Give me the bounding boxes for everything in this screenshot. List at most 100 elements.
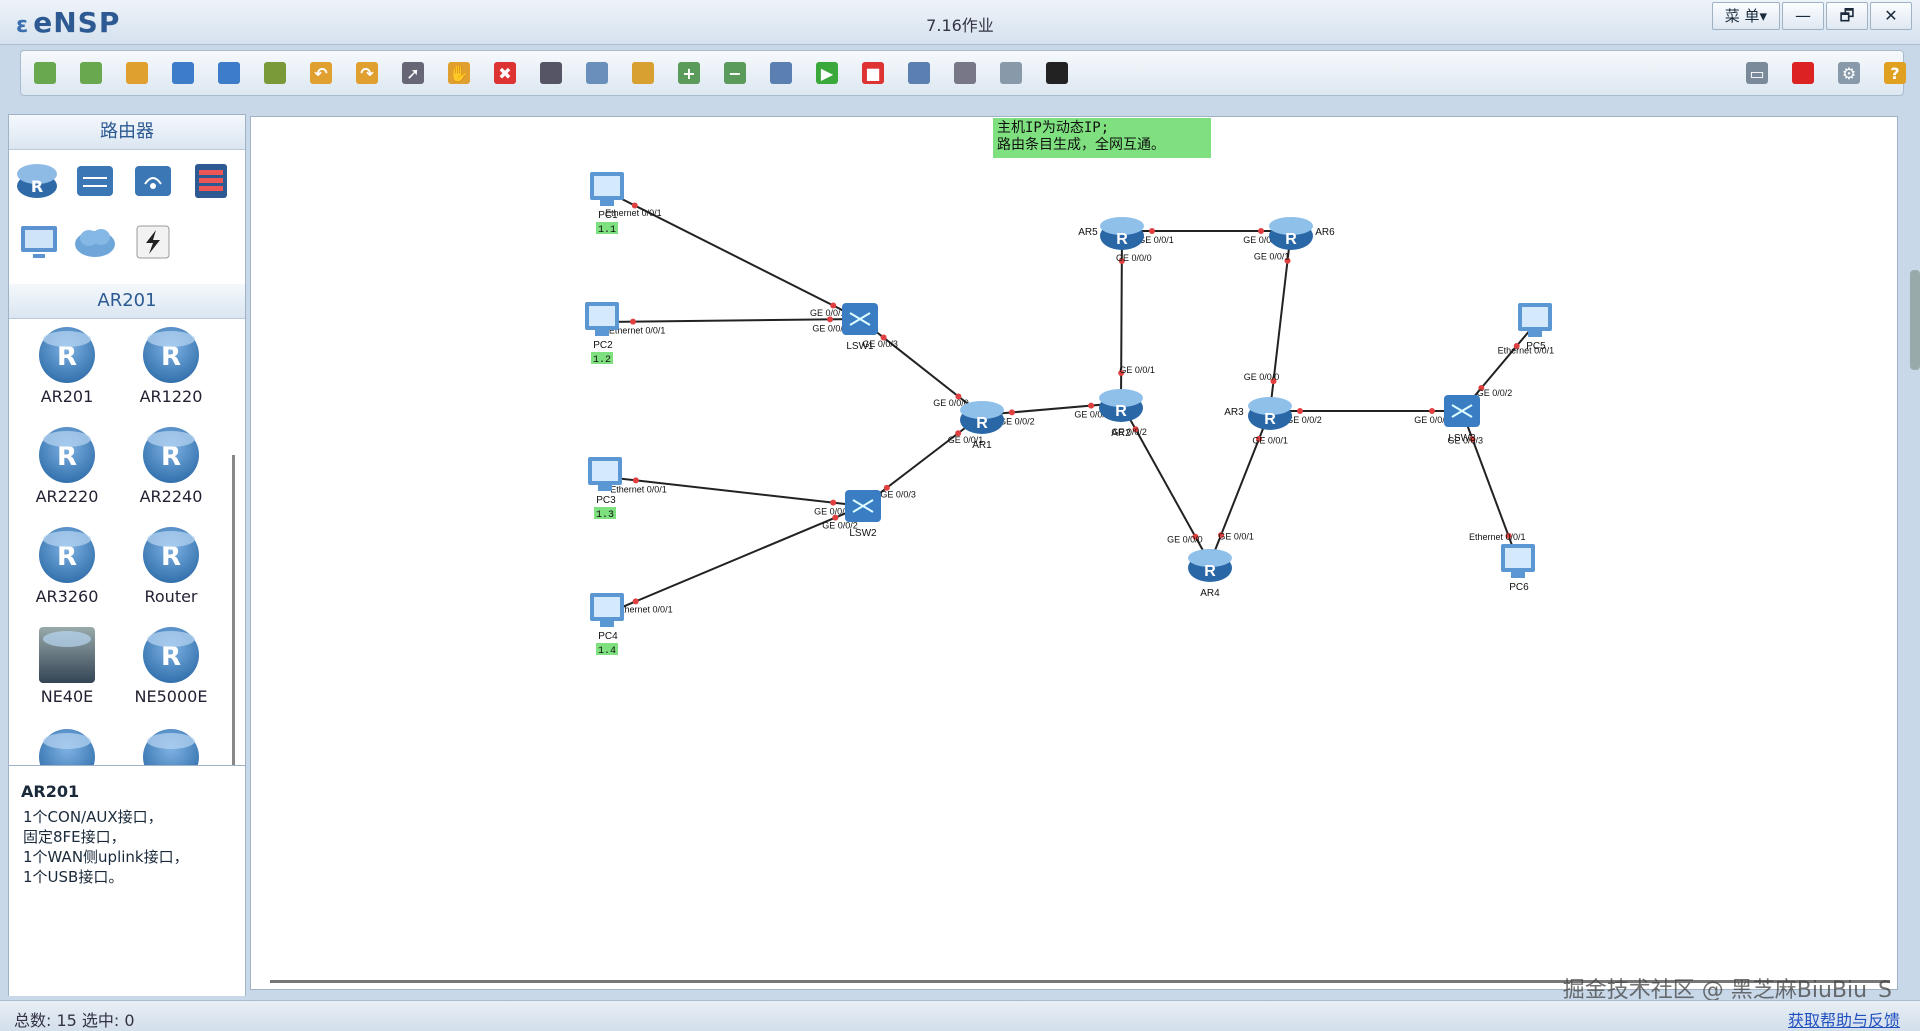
link-category-icon[interactable]	[131, 220, 175, 264]
terminal-button[interactable]	[1043, 59, 1071, 87]
device-lsw1[interactable]: LSW1	[842, 303, 878, 352]
port-label: GE 0/0/2	[1477, 388, 1513, 398]
undo-button[interactable]: ↶	[307, 59, 335, 87]
select-button[interactable]: ➚	[399, 59, 427, 87]
new-topology-button[interactable]	[31, 59, 59, 87]
port-status-dot	[632, 477, 639, 484]
router-category-icon[interactable]: R	[15, 158, 59, 202]
router-icon-top	[1100, 217, 1144, 235]
port-label: Ethernet 0/0/1	[1498, 346, 1555, 356]
zoom-out-button[interactable]: −	[721, 59, 749, 87]
device-lsw3[interactable]: LSW3	[1444, 395, 1480, 444]
device-label: PC2	[593, 340, 613, 351]
close-button[interactable]: ✕	[1870, 2, 1912, 30]
switch-arrows	[849, 312, 871, 326]
port-label: Ethernet 0/0/1	[1469, 532, 1526, 542]
start-button[interactable]: ▶	[813, 59, 841, 87]
zoom-in-button[interactable]: +	[675, 59, 703, 87]
link-line	[862, 414, 983, 507]
link-pc4-lsw2[interactable]: Ethernet 0/0/1GE 0/0/2	[607, 505, 864, 614]
new-lab-button[interactable]	[77, 59, 105, 87]
print-button[interactable]	[261, 59, 289, 87]
cloud-category-icon[interactable]	[73, 220, 117, 264]
link-lsw2-ar1[interactable]: GE 0/0/3GE 0/0/1	[862, 414, 984, 507]
delete-link-button[interactable]	[537, 59, 565, 87]
grid-button[interactable]	[997, 59, 1025, 87]
model-ne40e[interactable]: NE40E	[17, 627, 117, 706]
menu-button[interactable]: 菜 单▾	[1711, 2, 1780, 30]
port-status-dot	[830, 499, 837, 506]
switch-category-icon[interactable]	[73, 158, 117, 202]
link-pc1-lsw1[interactable]: Ethernet 0/0/1GE 0/0/1	[605, 191, 861, 320]
palette-button[interactable]	[629, 59, 657, 87]
link-ar4-ar3[interactable]: GE 0/0/1GE 0/0/1	[1209, 410, 1288, 564]
topology-button[interactable]	[951, 59, 979, 87]
wlan-category-icon[interactable]	[131, 158, 175, 202]
link-lsw1-ar1[interactable]: GE 0/0/3GE 0/0/0	[859, 318, 983, 416]
delete-button[interactable]: ✖	[491, 59, 519, 87]
chat-icon: ▭	[1746, 62, 1768, 84]
port-status-dot	[883, 484, 890, 491]
fit-button[interactable]	[767, 59, 795, 87]
right-dock-handle[interactable]	[1910, 270, 1920, 370]
chat-button[interactable]: ▭	[1743, 59, 1771, 87]
topology-note[interactable]: 主机IP为动态IP; 路由条目生成，全网互通。	[993, 118, 1211, 158]
text-button[interactable]	[583, 59, 611, 87]
huawei-button[interactable]	[1789, 59, 1817, 87]
port-label: GE 0/0/1	[948, 435, 984, 445]
port-label: GE 0/0/1	[1218, 532, 1254, 542]
link-ar1-ar2[interactable]: GE 0/0/2GE 0/0/0	[981, 402, 1122, 427]
model-label: AR201	[40, 387, 94, 406]
restore-button[interactable]: 🗗	[1826, 2, 1868, 30]
help-button[interactable]: ?	[1881, 59, 1909, 87]
link-ar6-ar3[interactable]: GE 0/0/1GE 0/0/0	[1244, 230, 1292, 412]
model-list-scrollbar[interactable]	[232, 455, 235, 805]
link-ar2-ar4[interactable]: GE 0/0/2GE 0/0/0	[1111, 402, 1211, 564]
link-pc3-lsw2[interactable]: Ethernet 0/0/1GE 0/0/1	[605, 476, 864, 517]
save-as-button[interactable]	[215, 59, 243, 87]
link-ar2-ar5[interactable]: GE 0/0/1GE 0/0/0	[1116, 230, 1155, 404]
open-button[interactable]	[123, 59, 151, 87]
device-pc5[interactable]: PC5	[1518, 303, 1552, 352]
save-button[interactable]	[169, 59, 197, 87]
router-icon: R	[143, 427, 199, 483]
hand-button[interactable]: ✋	[445, 59, 473, 87]
firewall-category-icon[interactable]	[189, 158, 233, 202]
port-status-dot	[631, 202, 638, 209]
capture-button[interactable]	[905, 59, 933, 87]
settings-button[interactable]: ⚙	[1835, 59, 1863, 87]
canvas-horizontal-scrollbar[interactable]	[270, 980, 1890, 983]
router-icon-top	[1269, 217, 1313, 235]
stop-button[interactable]: ■	[859, 59, 887, 87]
pc-category-icon[interactable]	[17, 220, 61, 264]
minimize-button[interactable]: —	[1782, 2, 1824, 30]
device-lsw2[interactable]: LSW2	[845, 490, 881, 539]
router-glyph: R	[976, 415, 988, 432]
help-feedback-link[interactable]: 获取帮助与反馈	[1787, 1011, 1900, 1030]
device-pc6[interactable]: PC6	[1501, 544, 1535, 593]
redo-button[interactable]: ↷	[353, 59, 381, 87]
